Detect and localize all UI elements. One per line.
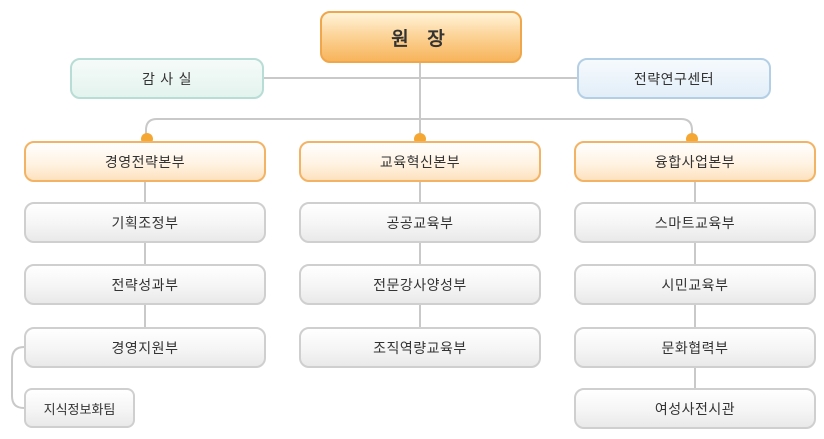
division-education-innovation[interactable]: 교육혁신본부 (299, 141, 541, 182)
dept-organizational-capacity-education[interactable]: 조직역량교육부 (299, 327, 541, 368)
dept-citizen-education[interactable]: 시민교육부 (574, 264, 816, 305)
team-knowledge-informatization[interactable]: 지식정보화팀 (24, 388, 135, 428)
division-management-strategy[interactable]: 경영전략본부 (24, 141, 266, 182)
director-box[interactable]: 원 장 (320, 11, 522, 63)
dept-management-support[interactable]: 경영지원부 (24, 327, 266, 368)
dept-professional-instructor-training[interactable]: 전문강사양성부 (299, 264, 541, 305)
dept-smart-education[interactable]: 스마트교육부 (574, 202, 816, 243)
dept-strategic-performance[interactable]: 전략성과부 (24, 264, 266, 305)
dept-cultural-cooperation[interactable]: 문화협력부 (574, 327, 816, 368)
dept-public-education[interactable]: 공공교육부 (299, 202, 541, 243)
dept-planning-coordination[interactable]: 기획조정부 (24, 202, 266, 243)
connector-team-bracket (11, 346, 25, 409)
audit-office-box[interactable]: 감 사 실 (70, 58, 264, 99)
strategy-research-center-box[interactable]: 전략연구센터 (577, 58, 771, 99)
division-convergence-business[interactable]: 융합사업본부 (574, 141, 816, 182)
dept-womens-history-museum[interactable]: 여성사전시관 (574, 388, 816, 429)
